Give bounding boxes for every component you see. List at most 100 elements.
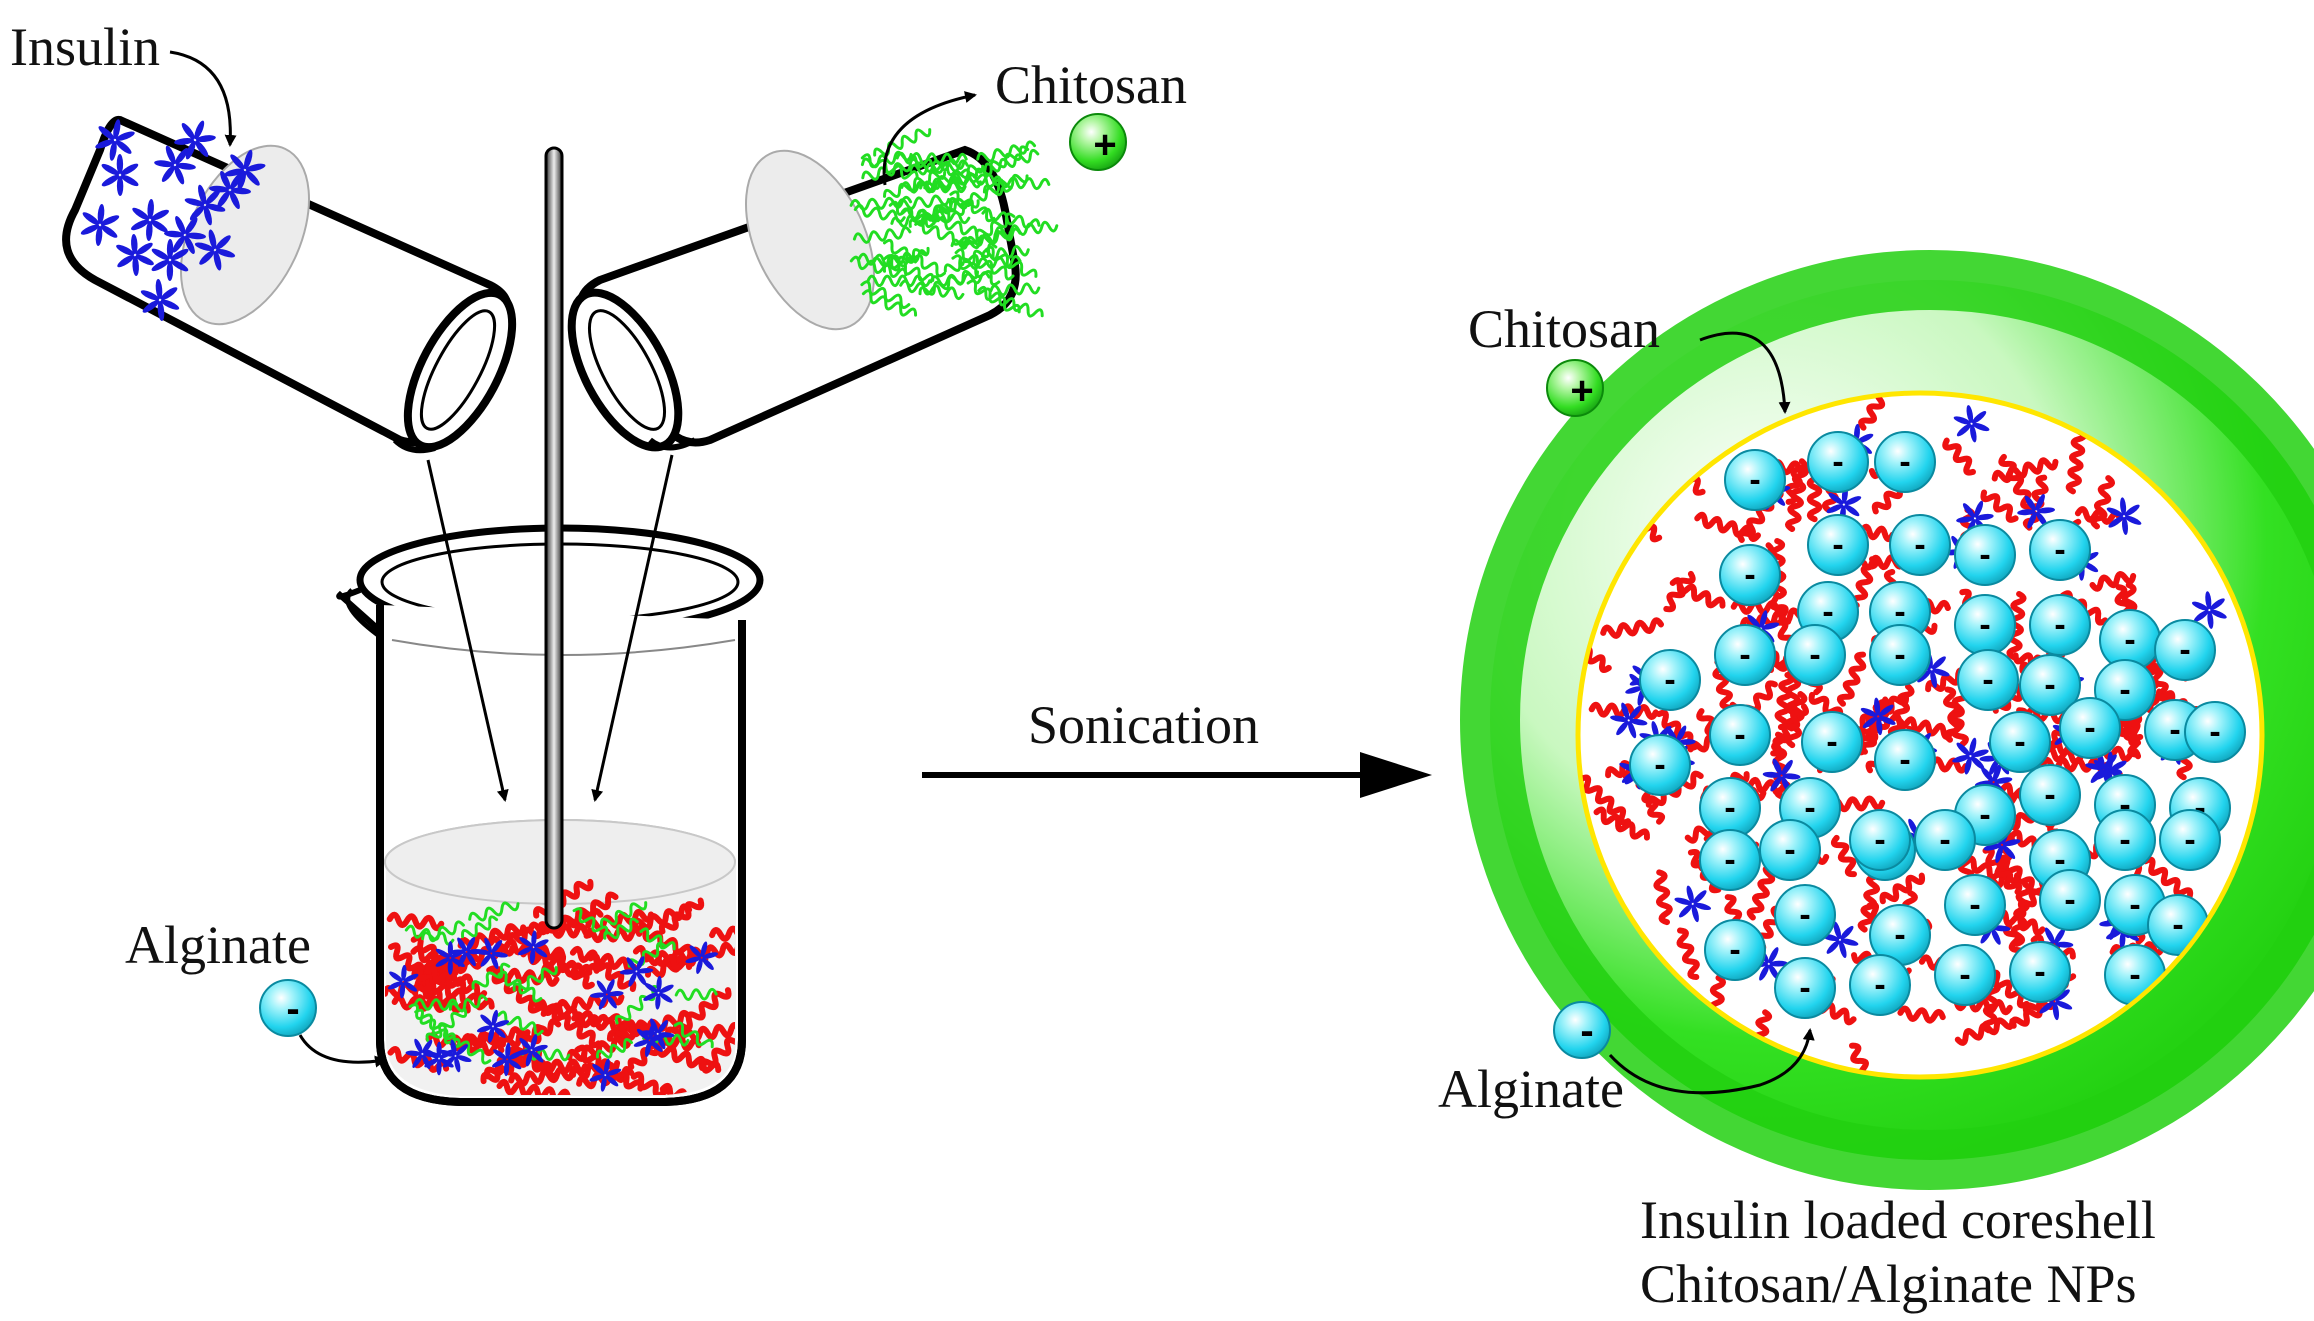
alginate-bead: - (1957, 649, 2019, 711)
alginate-chain (1836, 651, 1867, 707)
alginate-bead: - (2029, 594, 2091, 656)
alginate-label-left: Alginate (125, 915, 311, 975)
chitosan-chain (914, 219, 970, 246)
insulin-molecules-tube (80, 119, 266, 321)
negative-charge-sign: - (1979, 796, 1990, 834)
alginate-chain (569, 945, 637, 974)
chitosan-chain (994, 220, 1059, 238)
insulin-star (685, 941, 718, 974)
chitosan-chain (936, 215, 986, 241)
nanoparticle-core-content: ----------------------------------------… (1580, 395, 2246, 1075)
nanoparticle-caption: Insulin loaded coreshell Chitosan/Algina… (1640, 1188, 2300, 1316)
insulin-star (116, 234, 154, 276)
insulin-pour-arrow (426, 459, 509, 802)
negative-charge-sign: - (2054, 531, 2065, 569)
alginate-bead: - (1639, 649, 1701, 711)
alginate-bead: - (1774, 884, 1836, 946)
alginate-bead: - (1954, 524, 2016, 586)
chitosan-chain (961, 255, 1022, 271)
alginate-chain (1730, 599, 1788, 616)
alginate-chain (1858, 395, 1887, 431)
alginate-chain (411, 957, 466, 997)
insulin-label: Insulin (10, 17, 161, 77)
insulin-star (184, 184, 226, 226)
alginate-chain (484, 1024, 548, 1080)
alginate-bead: - (1914, 809, 1976, 871)
alginate-chain (658, 897, 705, 935)
negative-charge-sign: - (2044, 776, 2055, 814)
negative-charge-sign: - (1744, 556, 1755, 594)
chitosan-chain (461, 915, 499, 939)
insulin-star (154, 145, 196, 185)
alginate-negative-bead-left: - (259, 979, 317, 1037)
negative-charge-sign: - (2124, 621, 2135, 659)
alginate-chain (496, 1078, 572, 1095)
alginate-bead: - (1807, 514, 1869, 576)
insulin-star (424, 1041, 454, 1076)
chitosan-chain (860, 280, 911, 310)
alginate-bead: - (1719, 544, 1781, 606)
alginate-chain (1954, 1017, 2016, 1046)
alginate-chain (1694, 511, 1761, 542)
chitosan-chain (673, 1021, 714, 1049)
caption-line-2: Chitosan/Alginate NPs (1640, 1254, 2137, 1314)
insulin-star (1860, 697, 1896, 736)
chitosan-chain (976, 140, 1037, 163)
chitosan-chain (425, 1008, 468, 1043)
alginate-bead: - (2029, 519, 2091, 581)
alginate-bead: - (2059, 697, 2121, 759)
alginate-chain (1991, 457, 2059, 484)
insulin-star (474, 937, 508, 970)
insulin-star (95, 119, 135, 161)
insulin-star (387, 964, 419, 999)
negative-charge-sign: - (2179, 631, 2190, 669)
alginate-bead: - (1801, 711, 1863, 773)
alginate-chain (2142, 856, 2194, 900)
insulin-star (1826, 485, 1862, 524)
alginate-bead: - (2019, 654, 2081, 716)
negative-charge-sign: - (1874, 966, 1885, 1004)
sonication-label: Sonication (1028, 695, 1259, 755)
negative-charge-sign: - (1982, 661, 1993, 699)
chitosan-label-top: Chitosan (995, 55, 1188, 115)
alginate-bead: - (2184, 701, 2246, 763)
alginate-chain (388, 942, 437, 985)
negative-charge-sign: - (1899, 443, 1910, 481)
negative-charge-sign: - (1939, 821, 1950, 859)
chitosan-chain (899, 279, 965, 301)
negative-charge-sign: - (1739, 636, 1750, 674)
alginate-bead: - (1849, 954, 1911, 1016)
negative-charge-sign: - (2194, 789, 2205, 827)
chitosan-chain (883, 170, 947, 198)
chitosan-positive-bead-top: + (1069, 113, 1127, 171)
negative-charge-sign: - (1654, 746, 1665, 784)
negative-charge-sign: - (1799, 896, 1810, 934)
alginate-chain (1770, 703, 1809, 757)
negative-charge-sign: - (2014, 723, 2025, 761)
insulin-star (633, 1023, 666, 1057)
insulin-star (209, 170, 251, 210)
chitosan-chain (888, 200, 935, 229)
alginate-bead: - (2019, 764, 2081, 826)
chitosan-chain (907, 154, 957, 177)
alginate-chain (545, 1003, 602, 1049)
alginate-bead: - (1869, 624, 1931, 686)
alginate-chain (1888, 712, 1954, 740)
alginate-bead: - (1989, 711, 2051, 773)
alginate-bead: - (2039, 869, 2101, 931)
negative-charge-sign: - (2034, 953, 2045, 991)
svg-text:+: + (1093, 123, 1116, 167)
alginate-chain (1785, 464, 1809, 533)
alginate-chain (553, 952, 595, 990)
sonication-arrow (922, 752, 1432, 798)
alginate-chain (560, 891, 619, 928)
alginate-bead: - (1849, 809, 1911, 871)
alginate-bead: - (2009, 941, 2071, 1003)
negative-charge-sign: - (2119, 671, 2130, 709)
negative-charge-sign: - (1979, 606, 1990, 644)
alginate-chain (574, 1044, 644, 1092)
negative-charge-sign: - (1809, 636, 1820, 674)
alginate-label-right: Alginate (1438, 1059, 1624, 1119)
insulin-star (589, 1058, 622, 1092)
